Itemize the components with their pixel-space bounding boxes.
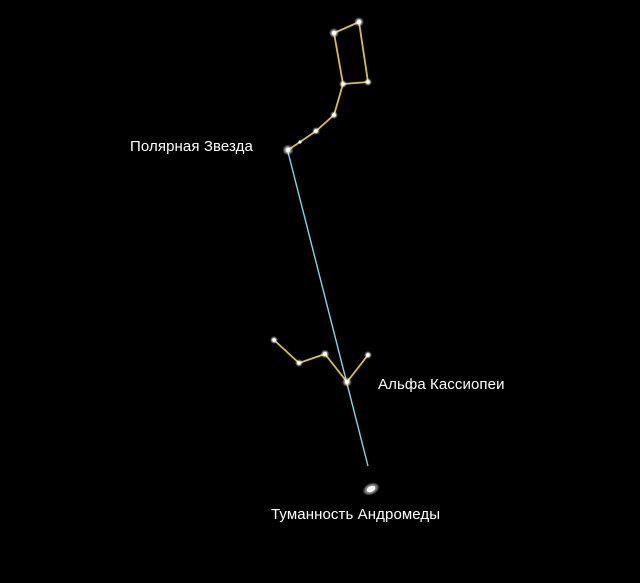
star: [285, 147, 291, 153]
star: [366, 353, 370, 357]
star: [297, 361, 301, 365]
alpha-cassiopeia-label: Альфа Кассиопеи: [378, 376, 505, 393]
star: [314, 129, 318, 133]
star: [356, 19, 362, 25]
pointer-line: [287, 151, 369, 467]
star: [345, 380, 349, 384]
star: [298, 140, 302, 144]
ursa-minor-stars: [282, 17, 372, 156]
star: [323, 352, 327, 356]
star: [332, 113, 336, 117]
polaris-label: Полярная Звезда: [130, 138, 253, 155]
cassiopeia-stars: [270, 336, 372, 387]
andromeda-nebula-label: Туманность Андромеды: [271, 506, 441, 523]
star: [366, 80, 370, 84]
star: [341, 82, 345, 86]
ursa-minor-lines: [287, 21, 369, 151]
star: [272, 338, 276, 342]
cassiopeia-lines: [273, 339, 369, 383]
andromeda-nebula: [362, 482, 380, 496]
star: [331, 30, 337, 36]
